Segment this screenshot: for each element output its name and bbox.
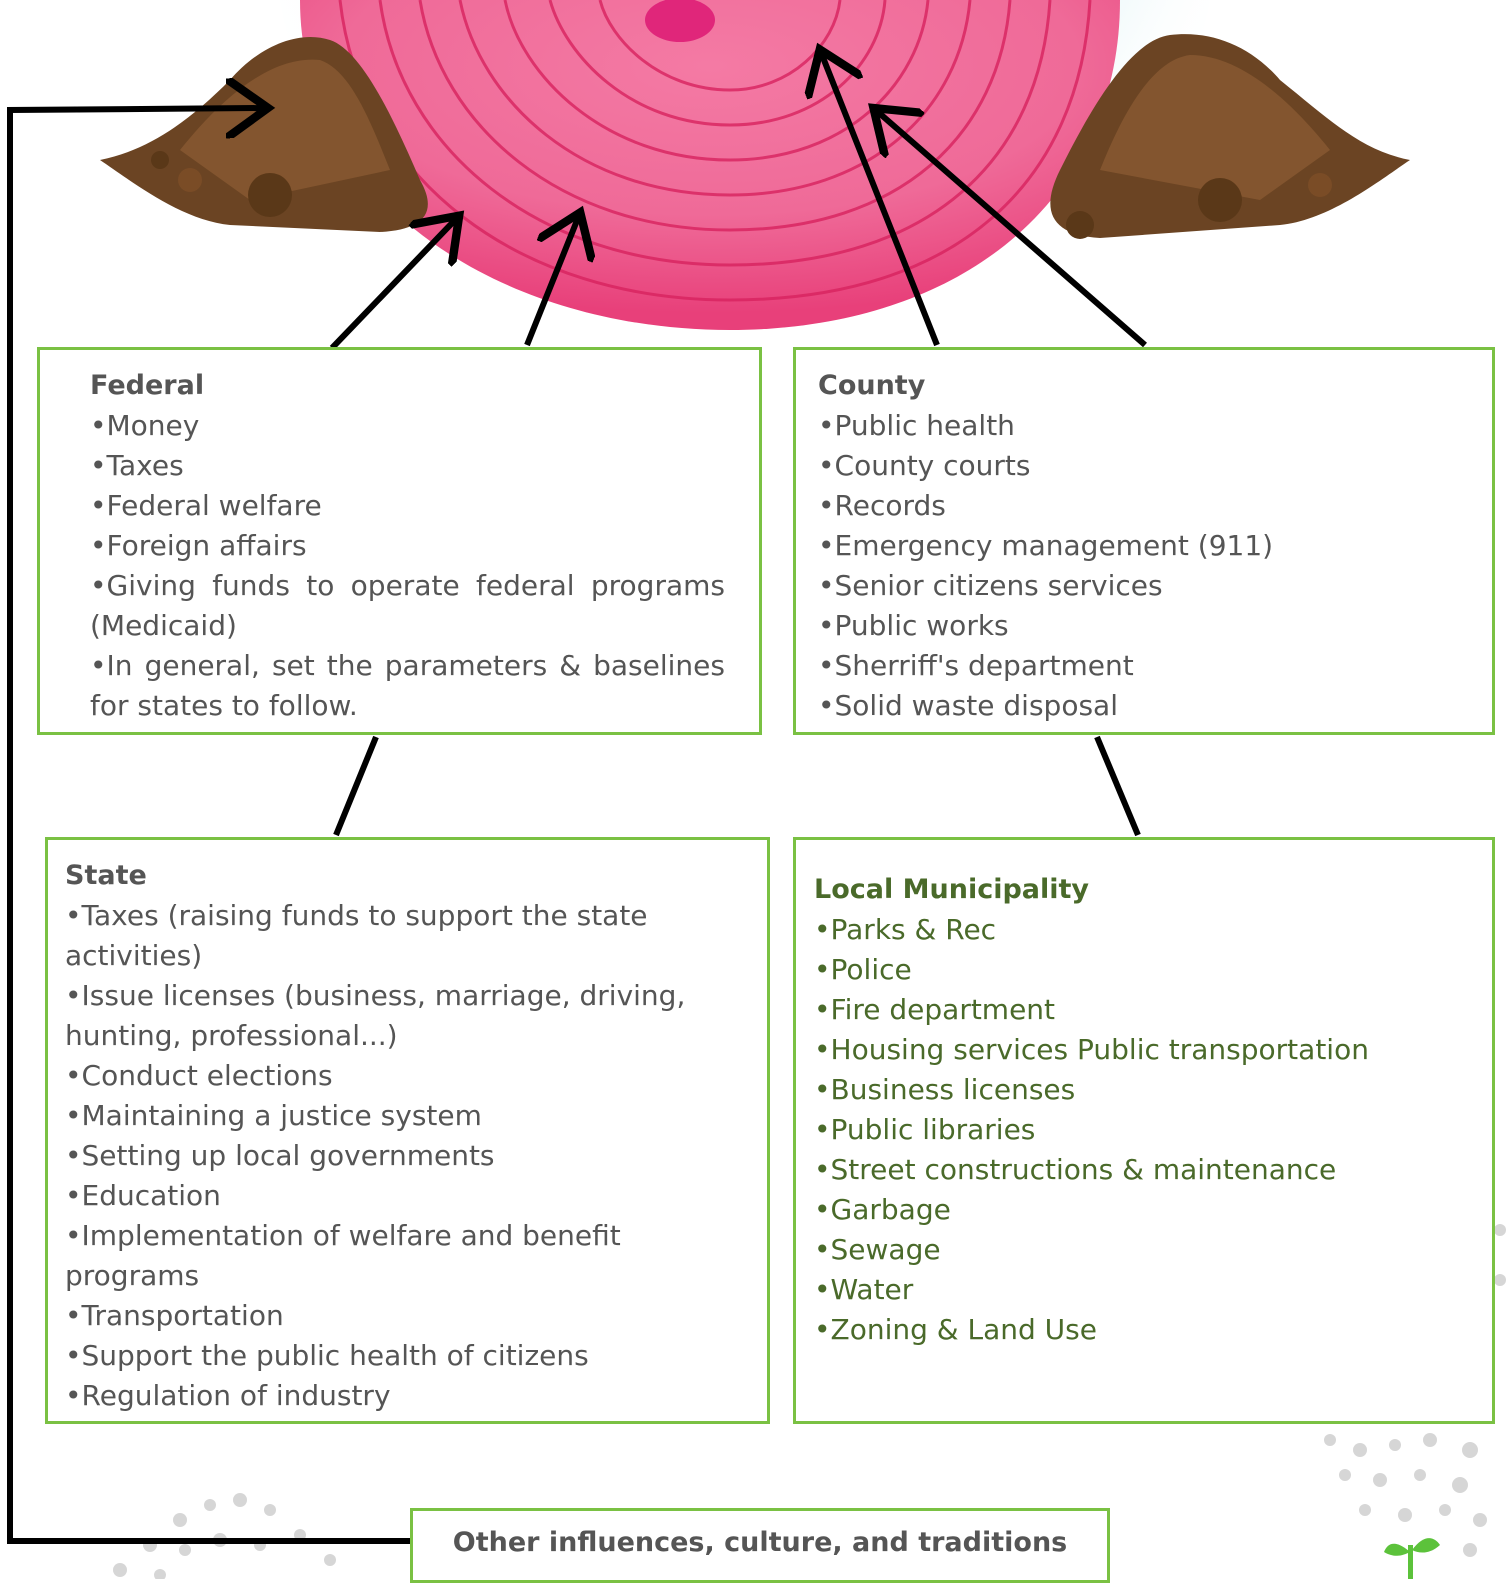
- county-item: •Records: [818, 486, 1472, 526]
- state-item: •Education: [65, 1176, 761, 1216]
- county-item: •County courts: [818, 446, 1472, 486]
- federal-box: Federal •Money •Taxes •Federal welfare •…: [37, 347, 762, 735]
- local-item: •Business licenses: [814, 1070, 1472, 1110]
- county-title: County: [818, 366, 1472, 406]
- county-item: •Solid waste disposal: [818, 686, 1472, 726]
- local-municipality-title: Local Municipality: [814, 870, 1472, 910]
- federal-item: •In general, set the parameters & baseli…: [90, 646, 725, 726]
- state-title: State: [65, 856, 761, 896]
- county-item: •Public health: [818, 406, 1472, 446]
- state-item: •Setting up local governments: [65, 1136, 761, 1176]
- local-item: •Fire department: [814, 990, 1472, 1030]
- federal-item: •Money: [90, 406, 725, 446]
- federal-title: Federal: [90, 366, 725, 406]
- state-item: •Implementation of welfare and benefit p…: [65, 1216, 761, 1296]
- county-item: •Public works: [818, 606, 1472, 646]
- state-item: •Issue licenses (business, marriage, dri…: [65, 976, 761, 1056]
- local-item: •Parks & Rec: [814, 910, 1472, 950]
- county-item: •Emergency management (911): [818, 526, 1472, 566]
- other-influences-box: Other influences, culture, and tradition…: [410, 1508, 1110, 1583]
- local-item: •Police: [814, 950, 1472, 990]
- line-county-local: [1097, 737, 1138, 835]
- local-item: •Zoning & Land Use: [814, 1310, 1472, 1350]
- state-item: •Transportation: [65, 1296, 761, 1336]
- arrow-federal-left: [332, 220, 455, 348]
- federal-item: •Federal welfare: [90, 486, 725, 526]
- federal-item: •Taxes: [90, 446, 725, 486]
- state-item: •Conduct elections: [65, 1056, 761, 1096]
- state-item: •Support the public health of citizens: [65, 1336, 761, 1376]
- local-item: •Sewage: [814, 1230, 1472, 1270]
- county-item: •Senior citizens services: [818, 566, 1472, 606]
- state-item: •Regulation of industry: [65, 1376, 761, 1416]
- state-item: •Maintaining a justice system: [65, 1096, 761, 1136]
- county-item: •Sherriff's department: [818, 646, 1472, 686]
- local-item: •Garbage: [814, 1190, 1472, 1230]
- other-influences-label: Other influences, culture, and tradition…: [453, 1527, 1068, 1558]
- local-municipality-box: Local Municipality •Parks & Rec •Police …: [793, 837, 1495, 1424]
- local-item: •Housing services Public transportation: [814, 1030, 1472, 1070]
- federal-item: •Giving funds to operate federal program…: [90, 566, 725, 646]
- local-item: •Street constructions & maintenance: [814, 1150, 1472, 1190]
- line-federal-state: [336, 737, 376, 835]
- local-item: •Public libraries: [814, 1110, 1472, 1150]
- state-box: State •Taxes (raising funds to support t…: [45, 837, 770, 1424]
- local-item: •Water: [814, 1270, 1472, 1310]
- county-box: County •Public health •County courts •Re…: [793, 347, 1495, 735]
- seedling-logo-icon: [1384, 1538, 1440, 1579]
- state-item: •Taxes (raising funds to support the sta…: [65, 896, 761, 976]
- federal-item: •Foreign affairs: [90, 526, 725, 566]
